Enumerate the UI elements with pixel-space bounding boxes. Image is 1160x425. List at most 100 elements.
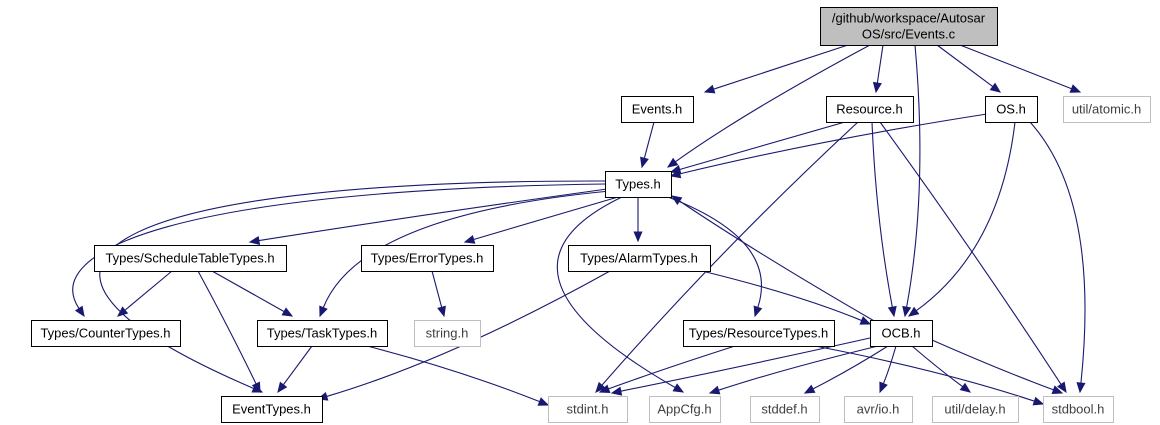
arrowhead (248, 236, 261, 246)
edge-ocb-h-to-avr-io-h (879, 345, 897, 394)
arrowhead (1032, 396, 1045, 406)
edge-os-h-to-ocb-h (907, 121, 1016, 317)
edge-resource-h-to-types-h (669, 121, 846, 174)
node-alarmtypes-h[interactable]: Types/AlarmTypes.h (568, 245, 711, 272)
arrowhead (907, 306, 920, 317)
edge-line (608, 345, 736, 390)
node-box (414, 320, 481, 347)
node-countertypes-h[interactable]: Types/CounterTypes.h (31, 320, 181, 347)
node-types-h[interactable]: Types.h (605, 171, 672, 198)
arrowhead (319, 305, 328, 318)
edge-scheduletable-h-to-eventtypes-h (197, 270, 261, 394)
edge-ocb-h-to-stdint-h (610, 337, 871, 396)
edge-tasktypes-h-to-stdint-h (366, 345, 550, 406)
node-eventtypes-h[interactable]: EventTypes.h (221, 396, 323, 423)
node-resourcetypes-h[interactable]: Types/ResourceTypes.h (683, 320, 835, 347)
edge-line (1029, 121, 1086, 384)
edge-events-c-to-util-atomic-h (959, 44, 1082, 93)
edge-line (959, 44, 1072, 90)
edge-events-c-to-os-h (936, 44, 1002, 93)
node-box (820, 7, 998, 46)
arrowhead (640, 156, 649, 169)
arrowhead (1056, 381, 1067, 394)
edge-line (931, 339, 1054, 391)
arrowhead (117, 306, 129, 317)
node-label: EventTypes.h (232, 402, 311, 417)
edge-line (366, 345, 540, 403)
edge-ocb-h-to-stddef-h (803, 345, 889, 394)
edge-events-c-to-events-h (703, 44, 849, 94)
node-resource-h[interactable]: Resource.h (826, 96, 914, 123)
node-tasktypes-h[interactable]: Types/TaskTypes.h (257, 320, 388, 347)
node-box (870, 320, 933, 347)
node-errortypes-h[interactable]: Types/ErrorTypes.h (361, 245, 494, 272)
edge-scheduletable-h-to-tasktypes-h (211, 270, 294, 317)
arrowhead (251, 381, 261, 394)
arrowhead (1076, 382, 1086, 394)
edge-line (99, 180, 606, 389)
arrowhead (1051, 385, 1064, 394)
node-label: stdbool.h (1052, 402, 1105, 417)
node-box (621, 96, 694, 123)
edge-line (601, 121, 859, 386)
node-box (568, 245, 711, 272)
node-stdint-h: stdint.h (548, 396, 628, 423)
edge-types-h-to-errortypes-h (463, 196, 619, 244)
node-box (826, 96, 914, 123)
arrowhead (959, 382, 972, 393)
node-label: Types/ScheduleTableTypes.h (105, 251, 274, 266)
edge-resource-h-to-stdbool-h (879, 121, 1067, 394)
arrowhead (669, 169, 682, 179)
edge-errortypes-h-to-string-h (431, 270, 446, 318)
node-box (605, 171, 672, 198)
edge-line (713, 44, 849, 90)
arrowhead (753, 305, 763, 318)
edge-line (936, 44, 994, 88)
node-box (221, 396, 323, 423)
edge-events-h-to-types-h (640, 121, 655, 169)
node-label: stdint.h (567, 402, 609, 417)
edge-line (911, 345, 964, 388)
edge-line (679, 121, 846, 171)
edge-line (915, 121, 1016, 312)
arrowhead (437, 305, 446, 318)
node-os-h[interactable]: OS.h (985, 96, 1038, 123)
edge-types-h-to-eventtypes-h (99, 180, 606, 393)
node-ocb-h[interactable]: OCB.h (870, 320, 933, 347)
arrowhead (803, 384, 816, 394)
edge-line (643, 121, 655, 159)
edge-line (556, 196, 676, 389)
node-label: Types/ErrorTypes.h (371, 251, 484, 266)
edge-events-c-to-ocb-h (902, 44, 921, 318)
node-box (361, 245, 494, 272)
edge-line (431, 270, 443, 308)
node-box (985, 96, 1038, 123)
edge-line (879, 121, 1062, 385)
node-scheduletable-h[interactable]: Types/ScheduleTableTypes.h (94, 245, 287, 272)
node-box (94, 245, 287, 272)
edge-ocb-h-to-util-delay-h (911, 345, 972, 393)
arrowhead (670, 195, 683, 206)
edge-line (882, 345, 897, 384)
node-box (649, 396, 721, 423)
node-box (750, 396, 820, 423)
edge-line (812, 345, 889, 390)
arrowhead (859, 316, 872, 325)
arrowhead (879, 381, 888, 394)
edge-line (667, 196, 762, 308)
node-events-h[interactable]: Events.h (621, 96, 694, 123)
edge-resource-h-to-stdint-h (595, 121, 859, 393)
edge-line (258, 188, 608, 242)
arrowhead (633, 231, 643, 243)
node-label: OS/src/Events.c (862, 27, 956, 42)
node-box (932, 396, 1019, 423)
edge-line (679, 200, 877, 323)
edge-resourcetypes-h-to-stdint-h (598, 345, 736, 394)
node-box (548, 396, 628, 423)
edge-types-h-to-scheduletable-h (248, 188, 608, 246)
node-label: util/atomic.h (1072, 102, 1141, 117)
node-box (31, 320, 181, 347)
edge-alarmtypes-h-to-ocb-h (701, 270, 872, 325)
edge-ocb-h-to-types-h (670, 195, 877, 323)
